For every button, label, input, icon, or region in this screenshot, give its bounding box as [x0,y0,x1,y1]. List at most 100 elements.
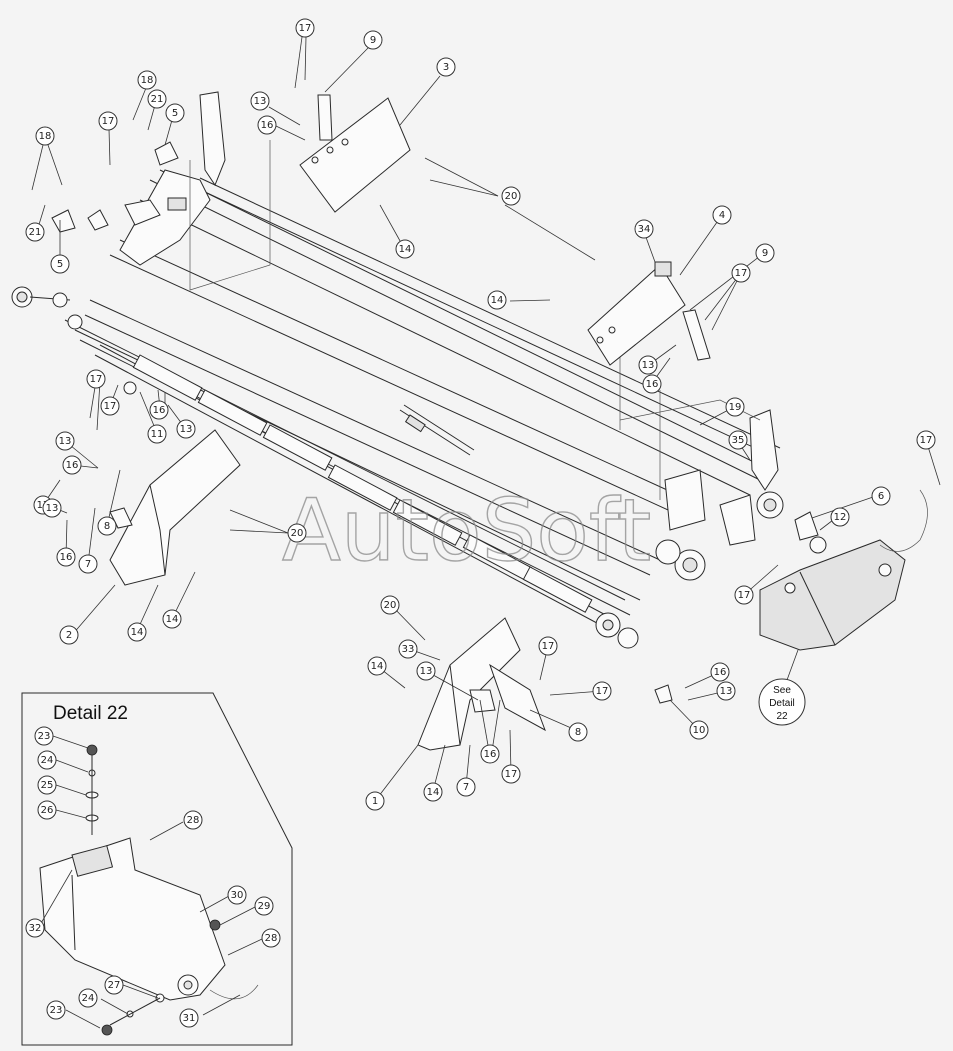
callout-number: 17 [542,641,555,652]
callout-circle [642,374,662,394]
callout-number: 14 [131,627,144,638]
callout-number: 16 [66,460,79,471]
callout-23-b: 23 [46,1000,66,1020]
callout-number: 7 [85,559,91,570]
callout-circle [147,89,167,109]
callout-number: 6 [878,491,884,502]
callout-13-d: 13 [55,431,75,451]
callout-circle [380,595,400,615]
callout-9-a: 9 [363,30,383,50]
cover-right [759,489,928,651]
callout-number: 16 [484,749,497,760]
callout-circle [734,585,754,605]
callout-17-g: 17 [100,396,120,416]
callout-27: 27 [104,975,124,995]
callout-number: 17 [505,769,518,780]
callout-circle [34,726,54,746]
callout-number: 32 [29,923,42,934]
callout-17-k: 17 [501,764,521,784]
callout-number: 1 [372,796,378,807]
right-end-assembly [595,320,784,649]
callout-circle [367,656,387,676]
callout-circle [25,222,45,242]
callout-number: 26 [41,805,54,816]
callout-circle [634,219,654,239]
callout-9-b: 9 [755,243,775,263]
callout-18-b: 18 [35,126,55,146]
callout-13-f: 13 [42,498,62,518]
callout-16-d: 16 [56,547,76,567]
callout-circle [871,486,891,506]
see-detail-line-1: See [773,685,791,696]
callout-circle [42,498,62,518]
callout-circle [257,115,277,135]
callout-5-b: 5 [50,254,70,274]
callout-circle [395,239,415,259]
callout-number: 28 [187,815,200,826]
callout-19: 19 [725,397,745,417]
callout-23-a: 23 [34,726,54,746]
callout-circle [98,111,118,131]
callout-circle [46,1000,66,1020]
callout-circle [162,609,182,629]
callout-circle [147,424,167,444]
callout-number: 10 [693,725,706,736]
callout-13-g: 13 [416,661,436,681]
callout-21-b: 21 [25,222,45,242]
callout-number: 13 [642,360,655,371]
callout-12: 12 [830,507,850,527]
shield-2 [109,429,241,586]
callout-10: 10 [689,720,709,740]
callout-number: 18 [39,131,52,142]
callout-number: 13 [59,436,72,447]
callout-number: 17 [102,116,115,127]
callout-8-b: 8 [568,722,588,742]
callout-circle [416,661,436,681]
callout-25: 25 [37,775,57,795]
callout-number: 28 [265,933,278,944]
callout-33: 33 [398,639,418,659]
callout-6: 6 [871,486,891,506]
callout-number: 17 [299,23,312,34]
callout-circle [37,800,57,820]
callout-number: 7 [463,782,469,793]
callout-14-b: 14 [487,290,507,310]
callout-circle [480,744,500,764]
callout-number: 29 [258,901,271,912]
callout-24-b: 24 [78,988,98,1008]
callout-circle [183,810,203,830]
callout-number: 16 [153,405,166,416]
callout-number: 19 [729,402,742,413]
callout-circle [638,355,658,375]
callout-circle [830,507,850,527]
left-end-assembly [11,91,271,330]
callout-20-b: 20 [287,523,307,543]
callout-17-i: 17 [538,636,558,656]
callout-circle [78,554,98,574]
callout-number: 17 [90,374,103,385]
callout-number: 20 [505,191,518,202]
callout-circle [62,455,82,475]
callout-7-b: 7 [456,777,476,797]
callout-circle [398,639,418,659]
callout-number: 16 [646,379,659,390]
callout-14-e: 14 [367,656,387,676]
callout-number: 30 [231,890,244,901]
see-detail-note: See Detail 22 [758,678,806,726]
callout-number: 18 [141,75,154,86]
callout-number: 9 [370,35,376,46]
detail-22-panel [21,692,293,1046]
callout-34: 34 [634,219,654,239]
callout-circle [56,547,76,567]
callout-circle [104,975,124,995]
callout-number: 24 [82,993,95,1004]
callout-16-c: 16 [149,400,169,420]
callout-31: 31 [179,1008,199,1028]
callout-circle [487,290,507,310]
see-detail-line-2: Detail [769,698,795,709]
callout-circle [176,419,196,439]
callout-circle [501,764,521,784]
callout-circle [25,918,45,938]
